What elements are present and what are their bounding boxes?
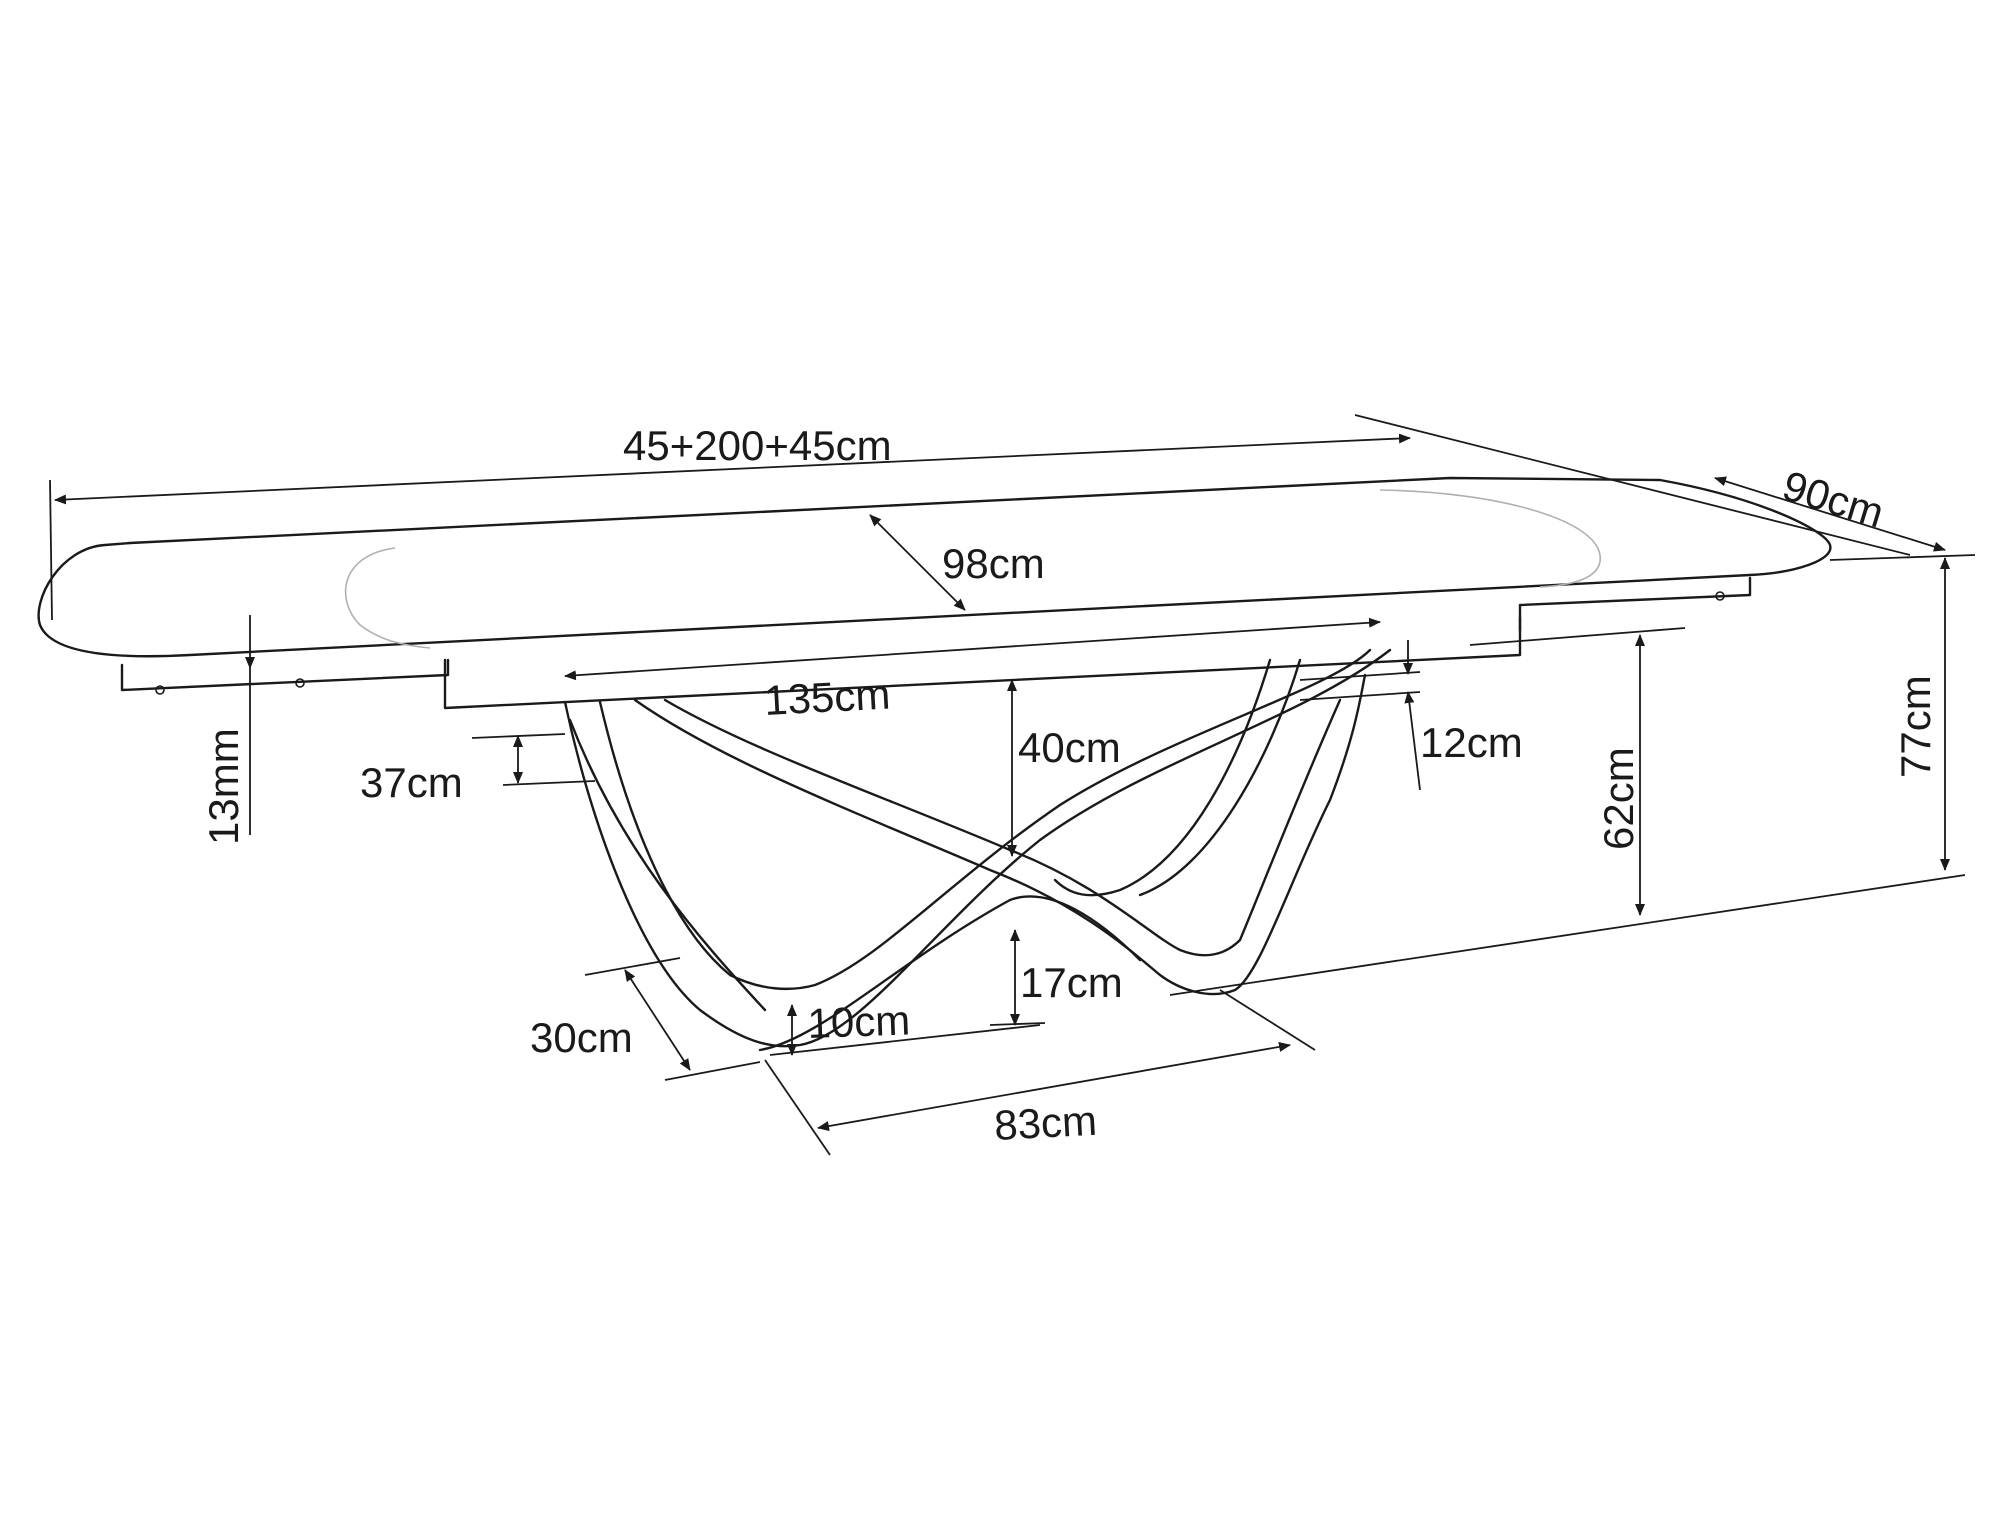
right-underside-rail [1518,576,1752,632]
label-base-length: 135cm [763,670,891,724]
table-top [37,476,1832,710]
front-left-leg [563,648,1392,1048]
tabletop-center-insert [344,547,431,649]
left-underside-rail [120,658,450,692]
label-foot-span: 83cm [993,1097,1098,1149]
label-foot-height: 10cm [807,996,911,1047]
dimension-labels: 45+200+45cm 90cm 98cm 135cm 13mm 37cm 40… [200,422,1939,1149]
rear-left-leg [568,718,767,1012]
butterfly-base [563,648,1392,1052]
label-foot-depth: 30cm [530,1014,633,1061]
label-total-height: 77cm [1892,675,1939,778]
label-center-width: 98cm [942,540,1045,587]
center-apron [443,616,1522,710]
label-crossing-height: 17cm [1020,959,1123,1006]
tabletop-outline [37,476,1832,658]
label-top-thickness: 13mm [200,728,247,845]
label-frame-height: 40cm [1018,724,1121,771]
front-right-leg [633,673,1367,996]
label-leg-offset: 37cm [360,759,463,806]
label-total-length: 45+200+45cm [623,422,892,469]
label-frame-thickness: 12cm [1420,719,1523,766]
label-base-height: 62cm [1595,747,1642,850]
rear-right-leg [1053,658,1272,897]
dimension-lines [49,414,1976,1156]
